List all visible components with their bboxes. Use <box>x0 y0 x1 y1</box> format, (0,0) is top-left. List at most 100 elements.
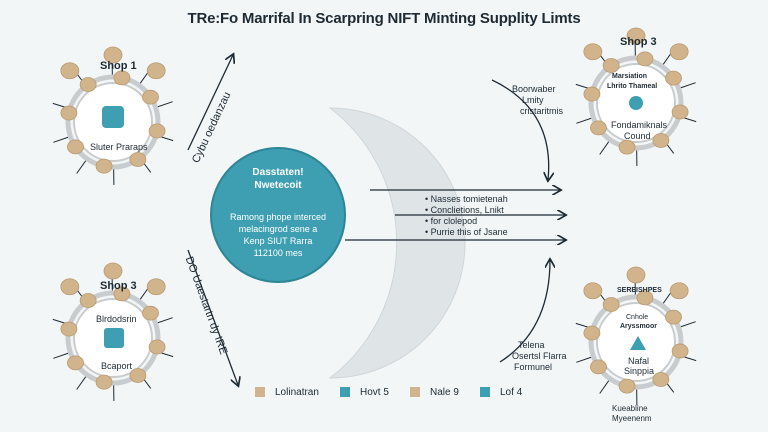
node-bead <box>148 123 166 139</box>
node-outer-ring <box>588 55 684 151</box>
crescent-shape <box>328 107 466 379</box>
shop-br-sub-1: Cnhole <box>626 314 649 321</box>
node-outer-bead <box>669 282 689 300</box>
bullet-note-1-text: Nasses tomietenah <box>430 194 508 204</box>
bullet-note-4-text: Purrie this of Jsane <box>430 227 508 237</box>
dot-icon <box>629 96 643 110</box>
legend-label-2: Hovt 5 <box>360 386 389 398</box>
hub-line-3: Ramong phope interced <box>229 212 327 222</box>
node-outer-bead <box>60 62 80 80</box>
bullet-note-3-text: for clolepod <box>430 216 478 226</box>
shop3-right-caption-1: Fondamiknals <box>611 120 668 130</box>
node-outer-bead <box>626 27 646 45</box>
shop3-right-label: Shop 3 <box>620 36 657 48</box>
node-bead <box>60 321 78 337</box>
node-bead <box>67 355 84 371</box>
node-spoke <box>576 356 592 363</box>
legend-swatch-3 <box>410 387 420 397</box>
node-spoke <box>680 82 696 89</box>
node-bead <box>665 70 682 86</box>
node-outer-ring <box>588 294 684 390</box>
node-bead <box>129 368 147 383</box>
arrow-hub-to-shop3 <box>187 249 238 385</box>
node-bead <box>671 343 689 359</box>
node-bead <box>583 325 601 341</box>
shop-br-footer-1: Kueabline <box>612 404 648 413</box>
node-spoke <box>680 321 696 328</box>
shop-br-sub-2: Aryssmoor <box>620 323 657 330</box>
node-bead <box>590 120 607 136</box>
bullet-note-4: • Purrie this of Jsane <box>425 227 508 237</box>
node-spoke <box>76 160 87 174</box>
node-bead <box>148 339 166 355</box>
node-outer-bead <box>626 266 646 284</box>
note-tr-2: Lmity <box>522 95 544 105</box>
shop3-right-header-1: Marsiation <box>612 73 648 80</box>
legend-item-1: Lolinatran <box>255 385 319 399</box>
hub-line-5: Kenp SIUT Rarra <box>243 236 313 246</box>
bullet-note-2-text: Conclietions, Lnikt <box>430 205 504 215</box>
box-icon <box>104 328 124 348</box>
legend-swatch-4 <box>480 387 490 397</box>
node-outer-ring <box>65 74 161 170</box>
node-bead <box>590 359 607 375</box>
note-tr-3: cristaritmis <box>520 106 563 116</box>
shop3-left-label: Shop 3 <box>100 280 137 292</box>
node-spoke <box>599 141 610 155</box>
page-title: TRe:Fo Marrifal In Scarpring NIFT Mintin… <box>187 10 581 27</box>
hub-line-2: Nwetecoit <box>254 180 302 191</box>
shirt-icon <box>102 106 124 128</box>
node-outer-bead <box>583 282 603 300</box>
node-outer-bead <box>669 43 689 61</box>
hub-line-6: 112100 mes <box>253 248 303 258</box>
legend-label-3: Nale 9 <box>430 386 459 398</box>
bullet-note-1: • Nasses tomietenah <box>425 194 508 204</box>
legend-label-4: Lof 4 <box>500 386 523 398</box>
node-bead <box>113 286 131 302</box>
node-outer-ring <box>65 290 161 386</box>
shop-br-caption-2: Sinppia <box>624 366 655 376</box>
node-spoke <box>576 117 592 124</box>
arrow-shop1-to-hub <box>187 55 233 151</box>
node-bead <box>583 86 601 102</box>
node-bead <box>652 372 670 387</box>
node-bead <box>665 309 682 325</box>
legend-item-4: Lof 4 <box>480 385 522 399</box>
note-br-3: Formunel <box>514 362 553 372</box>
shop1-label: Shop 1 <box>100 60 137 72</box>
legend-swatch-2 <box>340 387 350 397</box>
node-bead <box>652 133 670 148</box>
node-bead <box>618 378 636 394</box>
curved-arrow-top-right <box>491 79 549 180</box>
node-spoke <box>76 376 87 390</box>
bullet-note-3: • for clolepod <box>425 216 478 226</box>
node-bead <box>129 152 147 167</box>
shop-br-header: SEREISHPES <box>617 287 662 294</box>
node-bead <box>671 104 689 120</box>
node-bead <box>142 89 159 105</box>
legend-item-2: Hovt 5 <box>340 385 389 399</box>
legend-item-3: Nale 9 <box>410 385 459 399</box>
shop1-caption: Sluter Praraps <box>90 142 148 152</box>
node-outer-bead <box>583 43 603 61</box>
node-bead <box>95 158 113 174</box>
node-spoke <box>53 352 69 359</box>
hub-line-1: Dasstaten! <box>252 167 304 178</box>
node-bead <box>79 77 97 92</box>
shop3-right-node <box>575 27 697 167</box>
node-bead <box>79 293 97 308</box>
node-outer-bead <box>103 262 123 280</box>
legend-label-1: Lolinatran <box>275 386 319 398</box>
shop-br-caption-1: Nafal <box>628 356 650 366</box>
node-spoke <box>157 317 173 324</box>
node-spoke <box>599 380 610 394</box>
shop3-left-header: Blrdodsrin <box>96 314 137 324</box>
node-outer-bead <box>103 46 123 64</box>
node-bead <box>636 51 654 67</box>
curved-arrow-bottom-right <box>499 260 550 363</box>
node-bead <box>67 139 84 155</box>
shop3-left-caption: Bcaport <box>101 361 133 371</box>
bullet-note-2: • Conclietions, Lnikt <box>425 205 504 215</box>
